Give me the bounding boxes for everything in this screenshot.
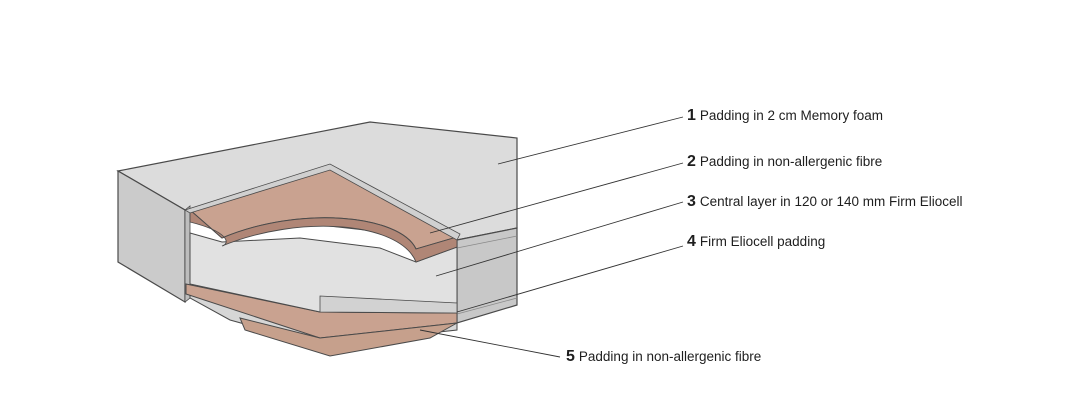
leader-line-1 — [497, 116, 684, 165]
leader-line-4 — [456, 245, 684, 313]
callout-number: 3 — [687, 193, 696, 210]
leader-line-5 — [419, 329, 561, 358]
callout-label: Central layer in 120 or 140 mm Firm Elio… — [699, 194, 963, 209]
callout-label: Padding in 2 cm Memory foam — [699, 108, 883, 123]
seam-line — [456, 297, 518, 315]
callout-number: 1 — [687, 107, 696, 124]
memory-foam-edge — [189, 209, 458, 263]
callout-number: 4 — [687, 233, 696, 250]
callout-number: 5 — [566, 348, 575, 365]
callout-number: 2 — [687, 153, 696, 170]
bottom-fibre-layer-front — [239, 317, 458, 357]
central-core-front — [319, 295, 458, 314]
seam-line — [456, 235, 518, 249]
leader-line-3 — [435, 201, 684, 277]
callout-label: Firm Eliocell padding — [699, 234, 826, 249]
top-fibre-rim — [184, 163, 461, 241]
callout-label: Padding in non-allergenic fibre — [578, 349, 762, 364]
leader-line-2 — [429, 162, 684, 234]
callout-label: Padding in non-allergenic fibre — [699, 154, 883, 169]
